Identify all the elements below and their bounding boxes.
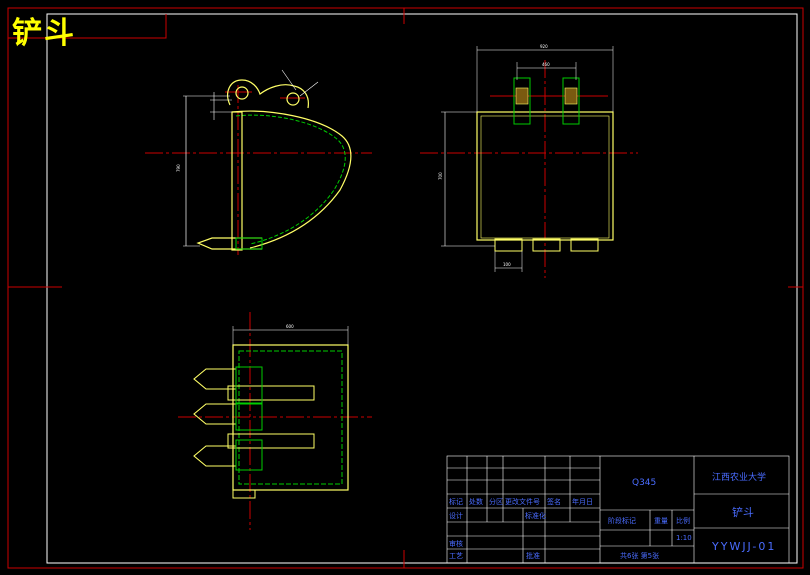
plan-tooth-2 [193,403,236,425]
plan-dim-width-label: 600 [286,324,294,329]
pin-hole-1 [235,86,249,100]
front-lug-right [562,77,580,125]
front-dim-inner-label: 460 [542,62,550,67]
front-tooth-3 [570,238,599,252]
side-view: 790 [145,69,372,255]
inner-border [46,13,798,564]
plan-back-edge [232,489,256,499]
school-label: 江西农业大学 [712,473,767,483]
tb-date: 年月日 [572,498,593,506]
plan-view: 600 [178,312,372,530]
material-label: Q345 [632,478,657,488]
tb-standardize: 标准化 [525,512,546,520]
side-radius-leader-1 [281,69,297,91]
tb-approve: 批准 [526,552,540,560]
plan-tooth-1 [193,368,236,390]
front-tooth-2 [532,238,561,252]
tb-weight: 重量 [654,517,668,525]
tb-design: 设计 [449,512,463,520]
side-back-plate [231,111,243,251]
tb-count: 处数 [469,498,483,506]
drawing-title: 铲斗 [12,16,76,51]
side-dim-height-label: 790 [176,164,181,172]
side-shell-inner [235,114,346,245]
tb-mark: 标记 [449,498,463,506]
title-box-outline [8,14,167,39]
plan-body [232,344,349,491]
plan-adapter-hidden-3 [235,439,263,471]
front-lug-left [513,77,531,125]
plan-adapter-2 [227,433,315,449]
tb-process: 工艺 [449,552,463,560]
front-body [476,111,614,241]
title-block-frame [446,455,790,564]
tb-scale-value: 1:10 [676,534,692,542]
front-pin-right [564,87,578,105]
front-pin-left [515,87,529,105]
tb-scale: 比例 [676,517,690,525]
plan-adapter-hidden-2 [235,403,263,431]
outer-frame [7,7,804,569]
title-block [446,455,790,564]
drawing-number-label: YYWJJ-01 [712,540,777,553]
front-dim-tooth-label: 100 [503,262,511,267]
tb-review: 审核 [449,540,463,548]
side-tooth-adapter [235,237,263,250]
side-lug [227,79,309,109]
front-tooth-1 [494,238,523,252]
front-body-inner [480,115,610,239]
plan-adapter-1 [227,385,315,401]
side-tooth [196,237,262,250]
pin-hole-2 [286,92,300,106]
plan-body-hidden [238,350,343,485]
plan-tooth-3 [193,445,236,467]
tb-stage-mark: 阶段标记 [608,517,636,525]
sheet-info-label: 共6张 第5张 [620,552,660,560]
part-name-label: 铲斗 [732,506,754,519]
tb-signature: 签名 [547,498,561,506]
tb-zone: 分区 [489,498,503,506]
side-radius-leader-2 [299,81,319,97]
front-dim-top-label: 920 [540,44,548,49]
tb-change-doc: 更改文件号 [505,498,540,506]
plan-adapter-hidden-1 [235,366,263,404]
side-shell-outer [231,110,352,249]
front-view: 920 460 700 100 [420,44,638,278]
front-dim-height-label: 700 [438,172,443,180]
